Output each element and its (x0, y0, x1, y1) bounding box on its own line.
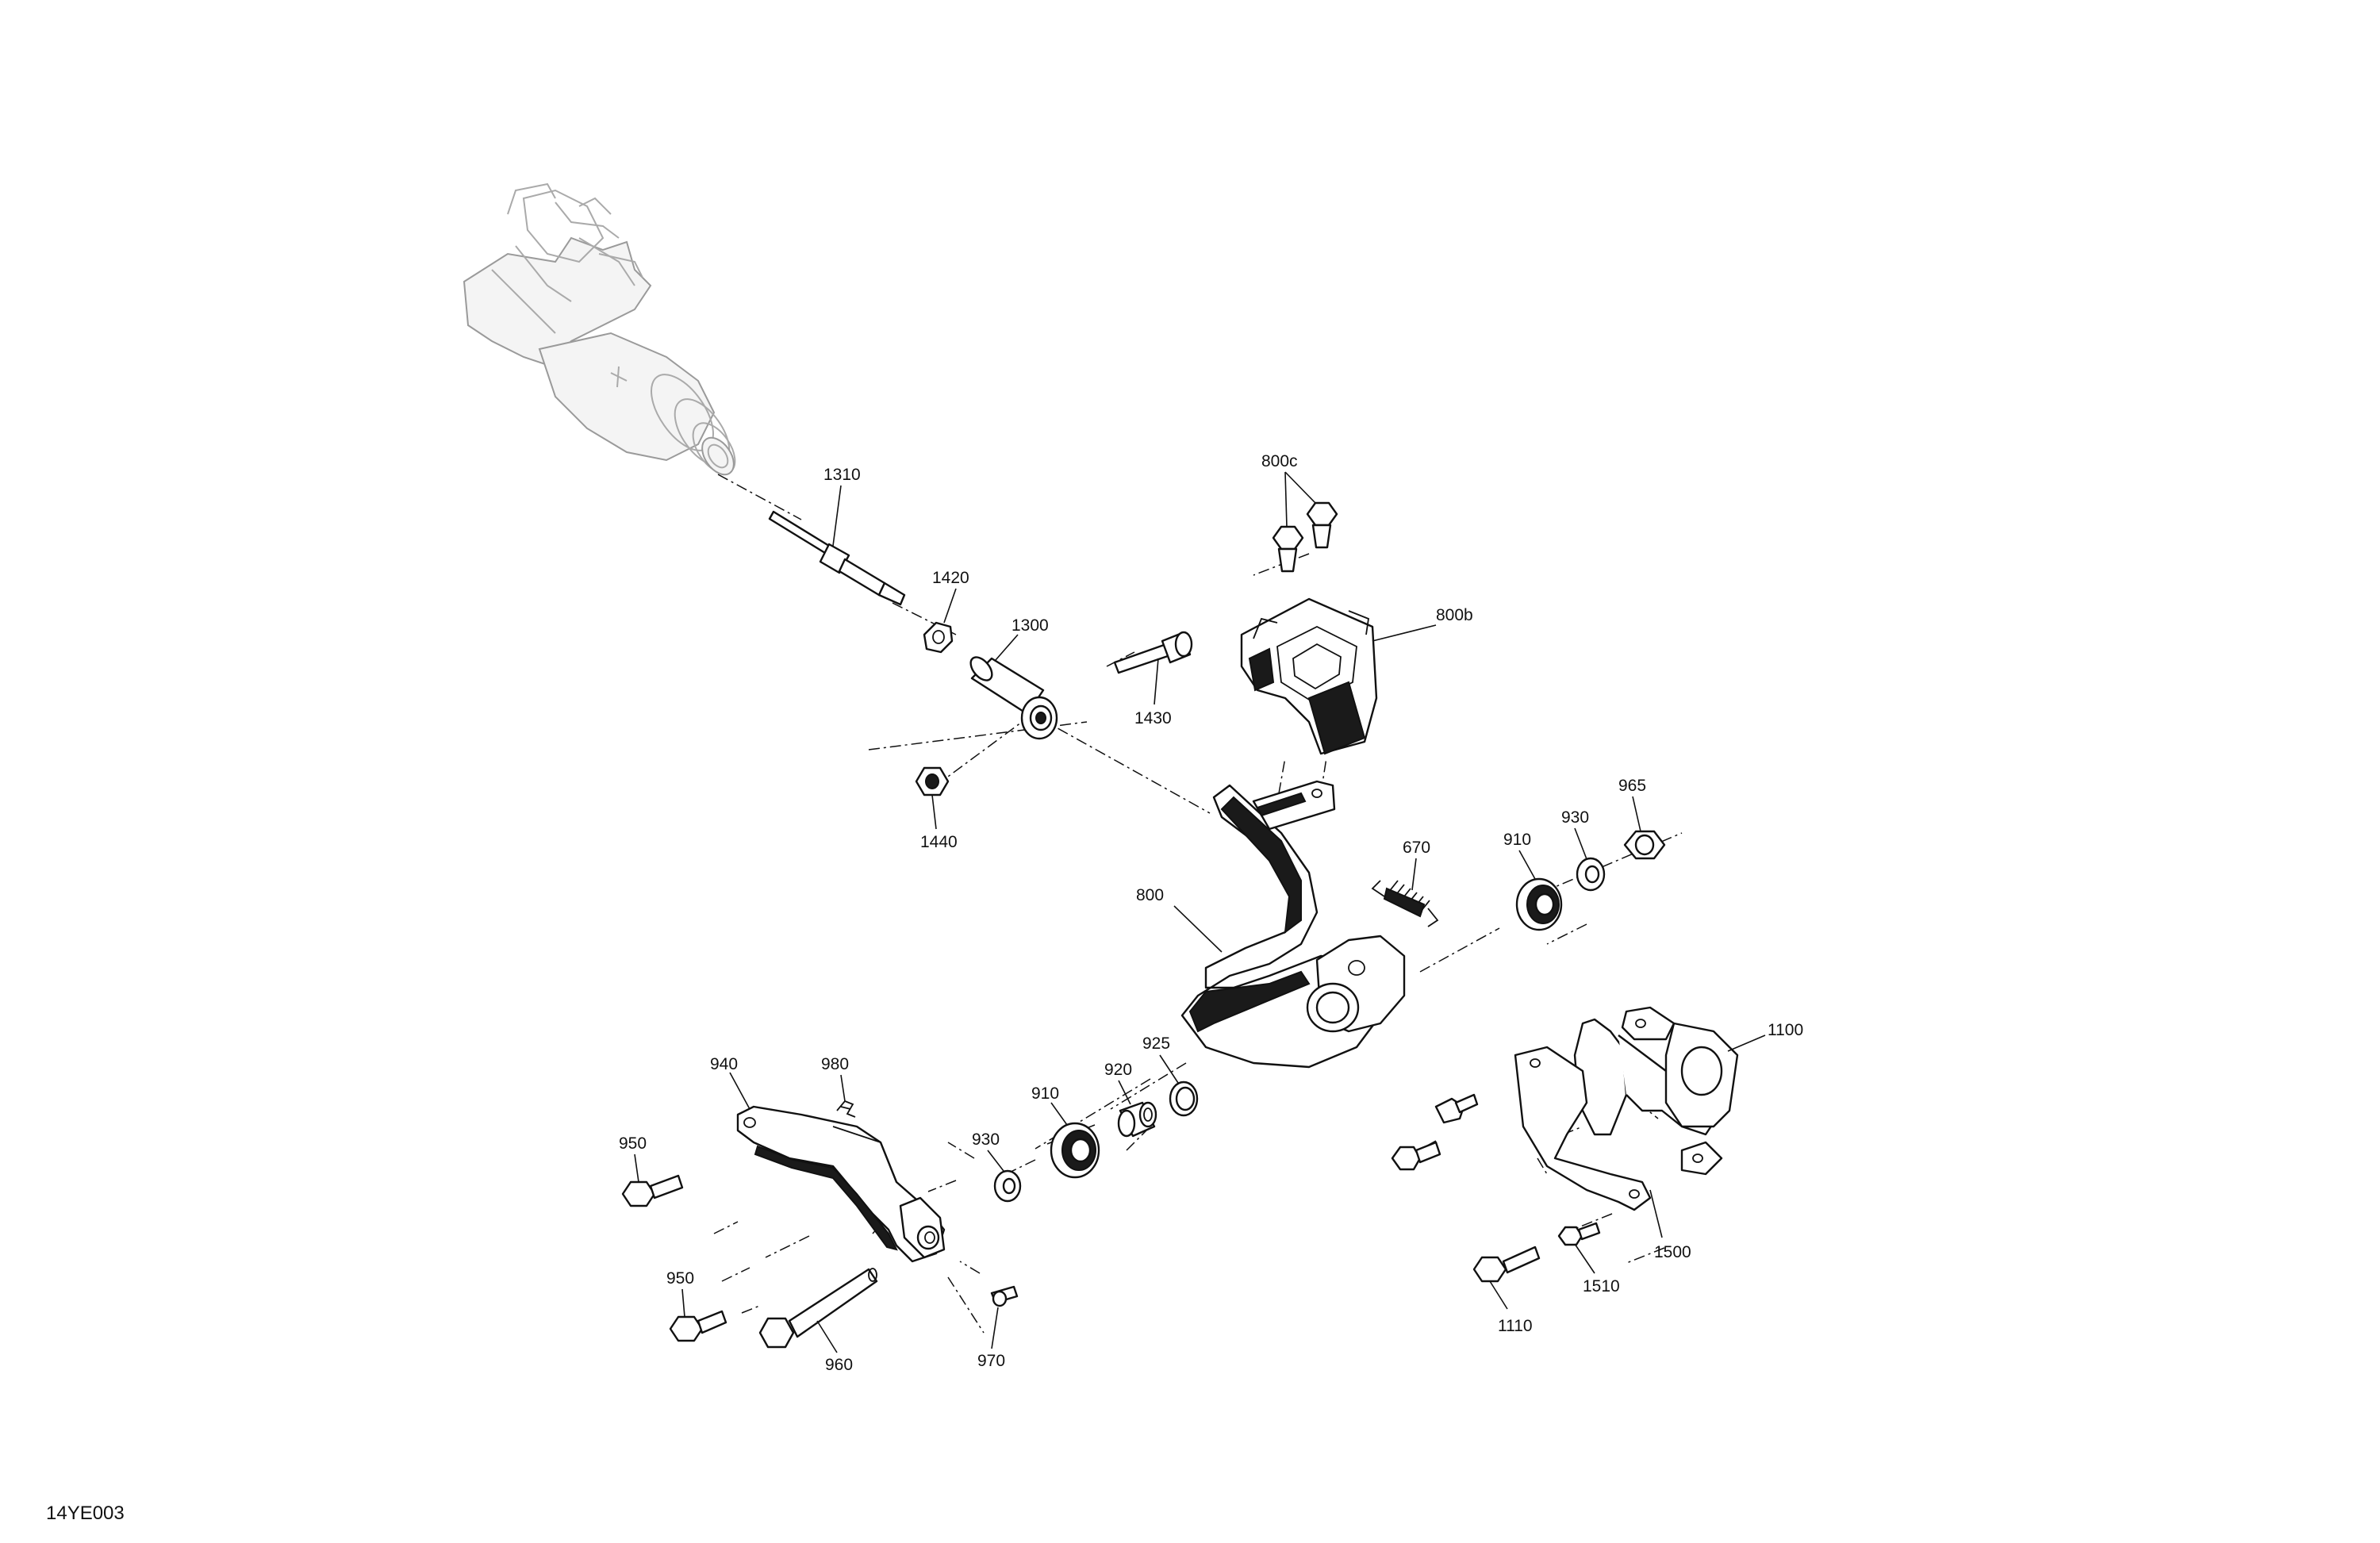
callout-925: 925 (1142, 1034, 1170, 1053)
callout-920: 920 (1104, 1061, 1132, 1079)
part-800c-bolts (1272, 501, 1338, 573)
callout-930-right: 930 (1561, 808, 1589, 827)
part-1310-threaded-rod (768, 510, 906, 606)
callout-1420: 1420 (932, 569, 969, 587)
callout-950-upper: 950 (619, 1134, 647, 1153)
callout-1300: 1300 (1012, 616, 1049, 635)
part-1430-bolt (1113, 631, 1193, 674)
part-800b-pedal-pad (1240, 597, 1378, 755)
drawing-code: 14YE003 (46, 1503, 125, 1524)
leader-lines (634, 471, 1766, 1353)
part-925-ring (1169, 1080, 1199, 1117)
callout-930-left: 930 (972, 1130, 1000, 1149)
callout-910-right: 910 (1503, 831, 1531, 849)
part-670-spring (1371, 880, 1439, 927)
callout-800b: 800b (1436, 606, 1473, 624)
callout-950-lower: 950 (666, 1269, 694, 1288)
callout-1100: 1100 (1768, 1021, 1803, 1039)
callout-1310: 1310 (823, 466, 861, 484)
part-930-washer-right (1576, 857, 1606, 892)
callout-910-left: 910 (1031, 1084, 1059, 1103)
part-1440-nut (915, 766, 950, 796)
part-960-long-bolt (758, 1268, 878, 1349)
part-920-bushing (1117, 1101, 1157, 1138)
part-910-bearing-left (1050, 1122, 1100, 1179)
part-950-bolt-upper (621, 1174, 684, 1207)
callout-labels: 1310 1420 1300 1430 1440 800c 800b 800 6… (619, 452, 1803, 1374)
callout-970: 970 (977, 1352, 1005, 1370)
part-910-bearing-right (1515, 877, 1563, 931)
actuator-motor-reference (463, 182, 736, 476)
part-800-pedal-arm (1180, 780, 1406, 1069)
callout-800c: 800c (1261, 452, 1298, 470)
part-930-washer-left (993, 1169, 1022, 1203)
part-1300-rod-end (969, 656, 1058, 740)
part-940-link-arm (736, 1105, 946, 1263)
callout-670: 670 (1403, 839, 1430, 857)
callout-1500: 1500 (1654, 1243, 1691, 1261)
part-1100-mount-bolts (1391, 1093, 1479, 1171)
part-970-pin (990, 1285, 1019, 1307)
callout-960: 960 (825, 1356, 853, 1374)
callout-1510: 1510 (1583, 1277, 1620, 1295)
callout-1440: 1440 (920, 833, 958, 851)
part-1510-bolt (1557, 1222, 1601, 1246)
callout-965: 965 (1618, 777, 1646, 795)
part-1420-nut (923, 621, 954, 654)
part-1110-bolt (1472, 1246, 1541, 1283)
callout-800: 800 (1136, 886, 1164, 904)
callout-980: 980 (821, 1055, 849, 1073)
callout-1430: 1430 (1134, 709, 1172, 727)
part-980-clip (836, 1100, 856, 1118)
part-950-bolt-lower (669, 1310, 727, 1342)
part-965-nut (1623, 830, 1666, 860)
part-1100-bracket (1514, 1006, 1739, 1211)
callout-940: 940 (710, 1055, 738, 1073)
callout-1110: 1110 (1498, 1317, 1533, 1335)
